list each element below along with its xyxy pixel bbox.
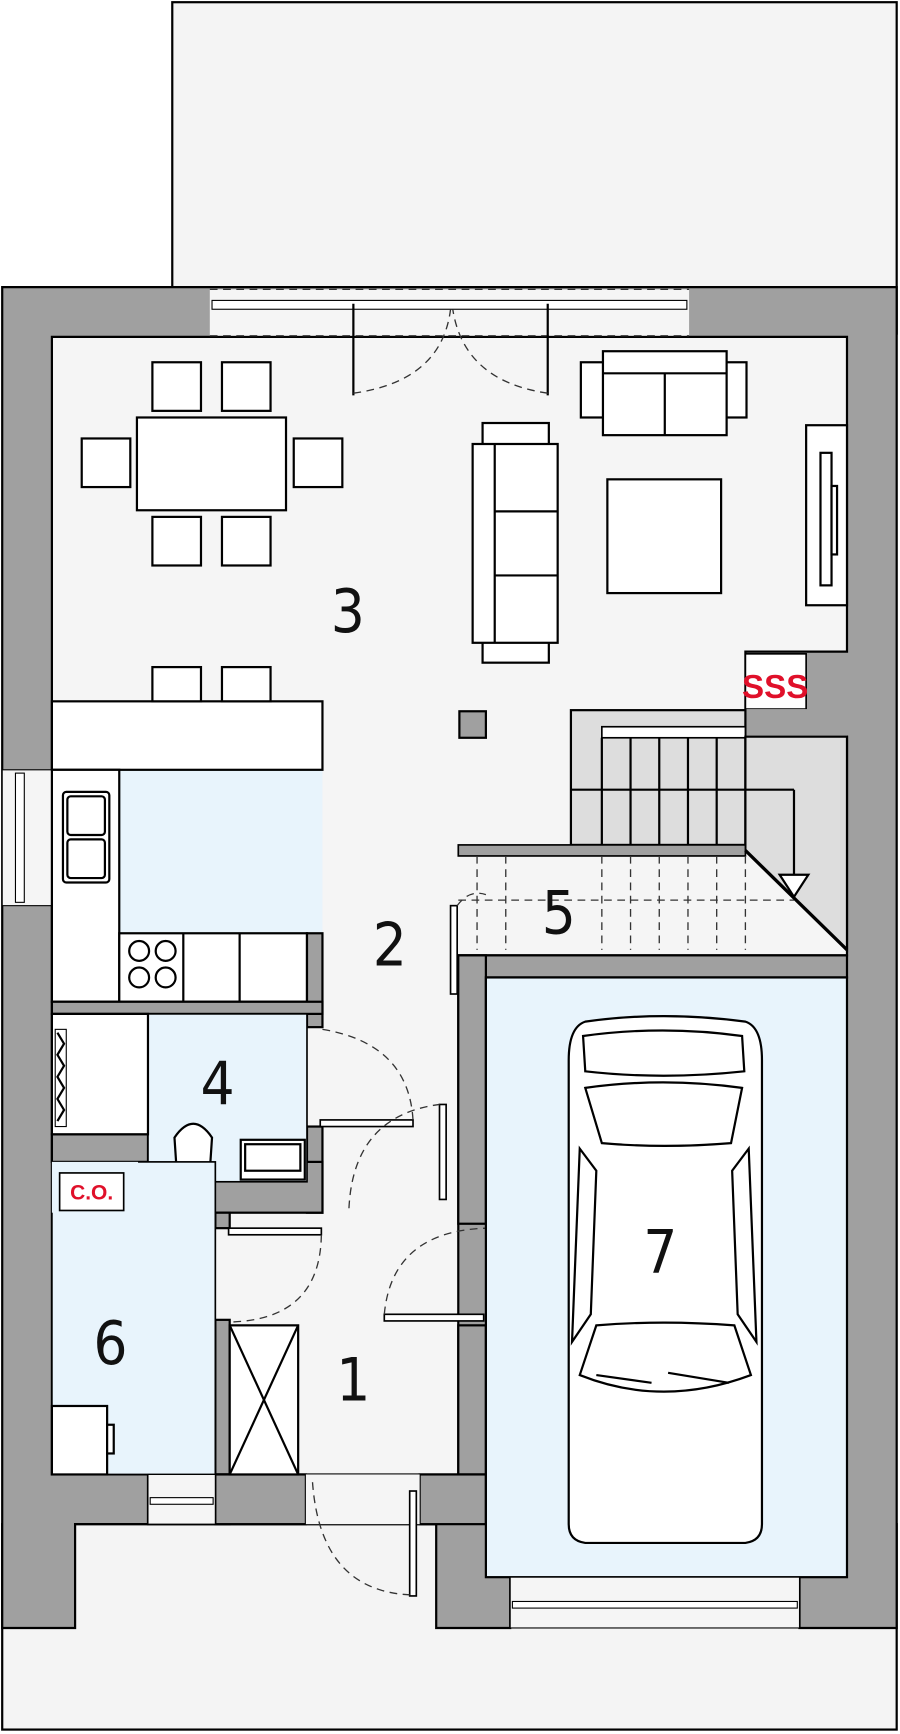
wardrobe [228,1324,300,1476]
arrow-down-icon [777,873,811,899]
chair [292,437,344,489]
svg-text:SSS: SSS [742,669,808,706]
armchair-sofa-icon [579,350,748,437]
room-label-2: 2 [373,911,407,980]
room-label-7: 7 [643,1218,677,1287]
dining-table [135,416,288,512]
room6-window[interactable] [147,1473,216,1525]
room-label-5: 5 [542,879,576,948]
rear-terrace [171,1,898,335]
sink-icon [61,790,111,884]
room-label-4: 4 [200,1050,234,1119]
chair [220,515,272,567]
chair [220,665,272,703]
chair [151,665,203,703]
sofa-icon [471,421,559,664]
column [458,710,487,739]
stove-icon [128,939,177,989]
car-icon [567,1015,764,1545]
svg-text:C.O.: C.O. [70,1181,113,1204]
kitchen-window[interactable] [1,769,53,907]
room-label-3: 3 [331,578,365,647]
coffee-table [606,478,723,595]
chair [220,361,272,412]
room-label-6: 6 [93,1310,127,1379]
chair [151,515,203,567]
garage-door[interactable] [509,1576,801,1629]
kitchen-counter-bottom [118,932,309,1003]
staircase[interactable] [457,709,849,953]
chair [80,437,132,489]
doors[interactable] [227,892,487,1597]
room-label-1: 1 [336,1346,370,1415]
kitchen-floor [119,769,323,934]
cabinet [50,1012,150,1136]
boiler-symbol [58,1172,125,1212]
boiler [50,1404,109,1476]
toilet-icon [173,1122,214,1172]
kitchen-counter-top [50,700,324,771]
chair [151,361,203,412]
tv-icon [805,424,849,607]
